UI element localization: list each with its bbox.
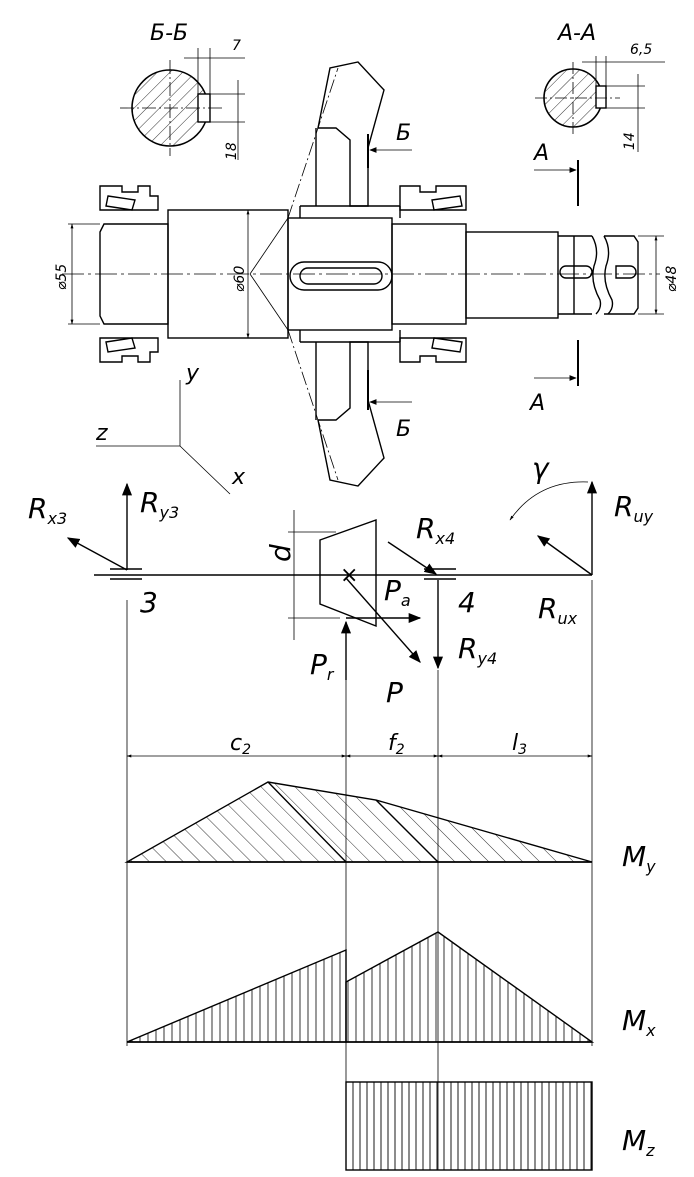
section-aa-dim-depth: 14 [622, 132, 638, 150]
cut-mark-a-bottom: А [528, 391, 545, 416]
cut-mark-a-top: А [532, 141, 549, 166]
diagram-my: My [124, 781, 656, 876]
diameter-d-label: d [264, 544, 297, 562]
diagram-my-shape [124, 781, 593, 863]
svg-text:×: × [340, 563, 358, 588]
diagram-mz-shape [345, 1081, 593, 1171]
force-pr-label: Pr [310, 648, 335, 684]
force-ry3-label: Ry3 [140, 486, 179, 522]
force-p-label: P [386, 676, 403, 709]
force-rux-arrow [536, 535, 593, 576]
diagram-mx: Mx [126, 931, 656, 1043]
axis-label-y: y [185, 361, 200, 386]
force-p-arrow [345, 577, 421, 663]
coordinate-axes: y z x [95, 361, 246, 495]
axis-label-x: x [231, 465, 246, 490]
force-pa-label: Pa [384, 574, 411, 610]
gear-bottom [317, 341, 385, 487]
diagram-mx-label: Mx [622, 1004, 656, 1040]
section-bb: Б-Б 7 18 [120, 21, 245, 160]
cut-mark-b-bottom: Б [396, 417, 411, 442]
force-rx3-arrow [66, 537, 128, 571]
section-bb-dim-width: 7 [232, 38, 241, 54]
section-aa-keyway [595, 85, 607, 109]
diagram-mz: Mz [345, 1081, 655, 1171]
cut-mark-b-top: Б [396, 121, 411, 146]
section-aa-dim-width: 6,5 [630, 42, 652, 58]
force-rx4-label: Rx4 [416, 512, 455, 548]
shaft-output-end [465, 231, 559, 319]
force-rx4-arrow [387, 541, 438, 575]
force-ruy-label: Ruy [614, 490, 654, 526]
section-bb-dim-depth: 18 [224, 142, 240, 160]
support-3-label: 3 [140, 586, 158, 619]
dim-diameter-55: ⌀55 [54, 264, 70, 290]
support-4-label: 4 [458, 586, 476, 619]
section-aa-title: А-А [556, 21, 596, 46]
bearing-left [99, 185, 159, 363]
diagram-mz-label: Mz [622, 1124, 655, 1160]
force-ry4-label: Ry4 [458, 632, 497, 668]
diagram-my-label: My [622, 840, 656, 876]
gear-top [317, 61, 385, 207]
section-bb-title: Б-Б [150, 21, 188, 46]
section-aa: А-А 6,5 14 [535, 21, 665, 152]
force-rx3-label: Rx3 [28, 492, 67, 528]
span-c2-label: c2 [230, 731, 251, 758]
shaft-keyway [289, 261, 393, 291]
force-scheme: 3 4 Ry3 Rx3 d × Pa Pr P Rx4 Ry4 Ruy Rux [28, 452, 654, 709]
dim-diameter-60: ⌀60 [232, 266, 248, 292]
shaft-assembly: ⌀55 ⌀60 ⌀48 Б Б А А [54, 61, 680, 487]
angle-gamma-label: γ [532, 452, 550, 485]
axis-label-z: z [95, 421, 108, 446]
gear-profile [319, 519, 377, 628]
span-l3-label: l3 [512, 731, 527, 758]
shaft-tail [558, 235, 639, 315]
dim-diameter-48: ⌀48 [664, 266, 680, 292]
force-rux-label: Rux [538, 592, 578, 628]
span-f2-label: f2 [388, 731, 405, 758]
bearing-right [399, 185, 467, 363]
